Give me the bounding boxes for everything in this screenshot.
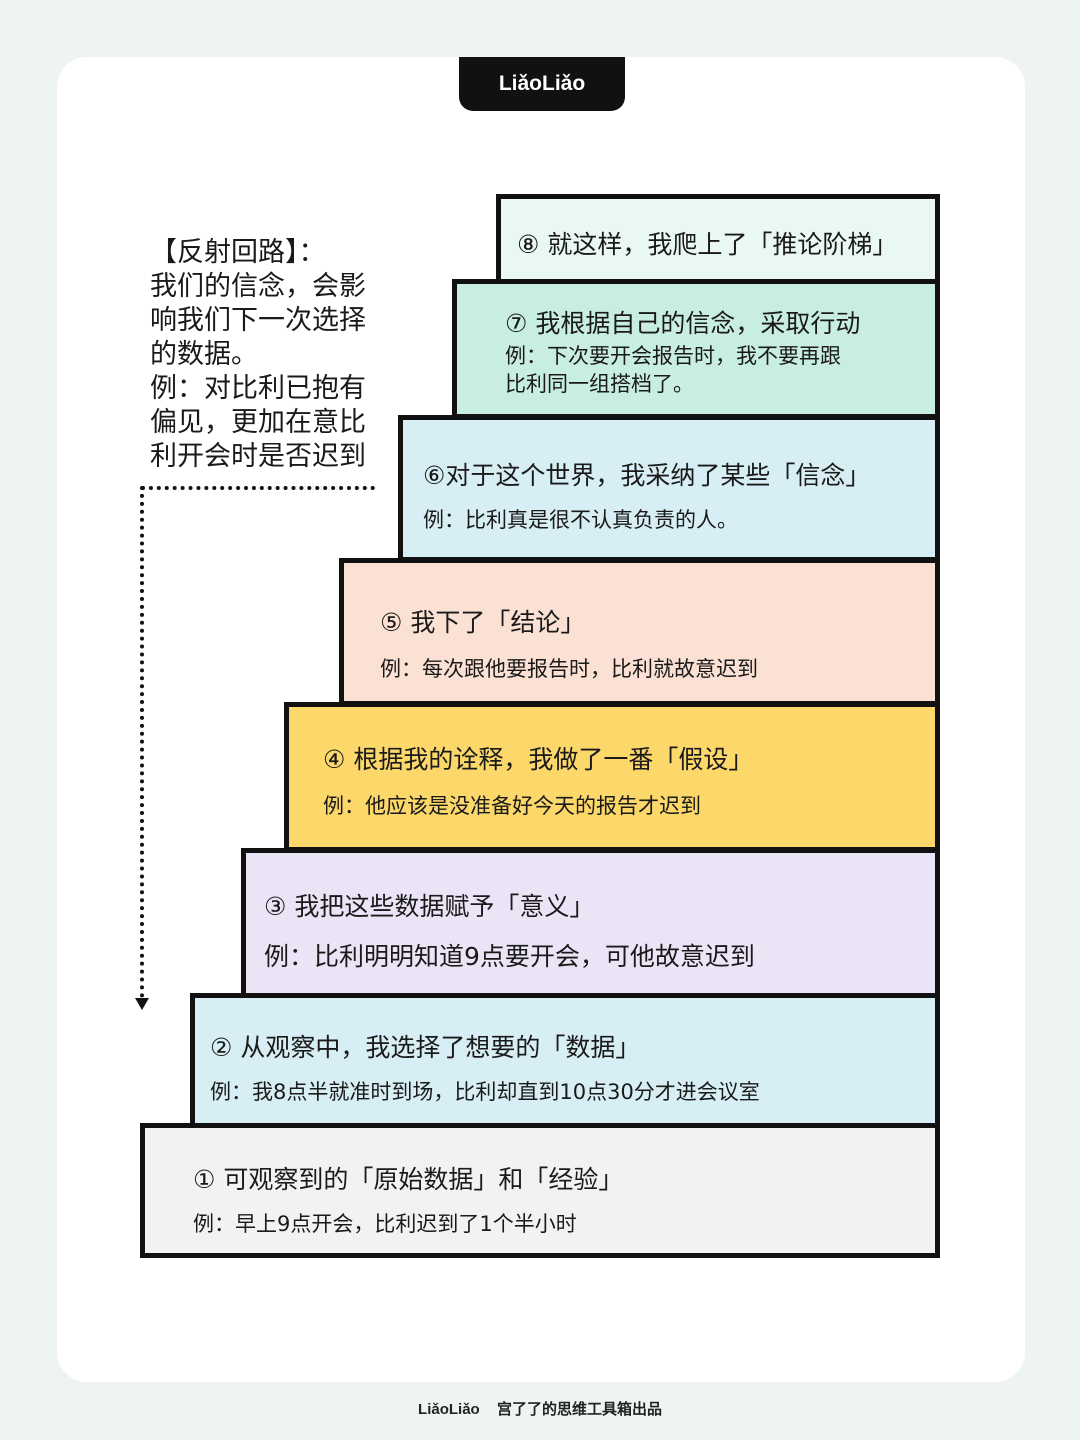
reflexive-loop-note: 【反射回路】： 我们的信念，会影 响我们下一次选择 的数据。 例：对比利已抱有 …: [150, 236, 366, 474]
step-example: 例：他应该是没准备好今天的报告才迟到: [323, 794, 701, 818]
arrow-down-icon: [135, 998, 149, 1010]
note-line: 【反射回路】：: [150, 237, 326, 268]
step-example: 例：比利明明知道9点要开会，可他故意迟到: [264, 942, 755, 971]
ladder-step-5: ⑤ 我下了「结论」 例：每次跟他要报告时，比利就故意迟到: [339, 558, 940, 706]
note-line: 偏见，更加在意比: [150, 407, 366, 438]
step-example: 例：比利真是很不认真负责的人。: [423, 508, 738, 532]
note-line: 我们的信念，会影: [150, 271, 366, 302]
step-example: 例：早上9点开会，比利迟到了1个半小时: [193, 1212, 577, 1236]
footer: LiǎoLiǎo 宫了了的思维工具箱出品: [0, 1398, 1080, 1419]
ladder-step-1: ① 可观察到的「原始数据」和「经验」 例：早上9点开会，比利迟到了1个半小时: [140, 1123, 940, 1258]
footer-credit: 宫了了的思维工具箱出品: [496, 1400, 662, 1418]
brand-logo: LiǎoLiǎo: [498, 72, 586, 95]
note-line: 的数据。: [150, 339, 258, 370]
ladder-step-7: ⑦ 我根据自己的信念，采取行动 例：下次要开会报告时，我不要再跟 比利同一组搭档…: [452, 279, 940, 419]
step-title: ⑧ 就这样，我爬上了「推论阶梯」: [517, 230, 898, 259]
step-title: ④ 根据我的诠释，我做了一番「假设」: [323, 745, 754, 774]
brand-badge: LiǎoLiǎo: [459, 57, 625, 111]
step-example: 例：我8点半就准时到场，比利却直到10点30分才进会议室: [210, 1080, 760, 1104]
note-line: 响我们下一次选择: [150, 305, 366, 336]
ladder-step-2: ② 从观察中，我选择了想要的「数据」 例：我8点半就准时到场，比利却直到10点3…: [190, 993, 940, 1128]
loop-connector-vertical: [140, 486, 144, 998]
step-example: 比利同一组搭档了。: [505, 372, 694, 396]
note-line: 利开会时是否迟到: [150, 441, 366, 472]
ladder-step-3: ③ 我把这些数据赋予「意义」 例：比利明明知道9点要开会，可他故意迟到: [241, 848, 940, 998]
loop-connector-horizontal: [141, 486, 375, 490]
ladder-step-6: ⑥对于这个世界，我采纳了某些「信念」 例：比利真是很不认真负责的人。: [398, 415, 940, 562]
ladder-step-8: ⑧ 就这样，我爬上了「推论阶梯」: [496, 194, 940, 284]
step-title: ⑤ 我下了「结论」: [380, 608, 586, 637]
step-title: ② 从观察中，我选择了想要的「数据」: [210, 1033, 641, 1062]
step-example: 例：每次跟他要报告时，比利就故意迟到: [380, 657, 758, 681]
step-title: ③ 我把这些数据赋予「意义」: [264, 892, 595, 921]
step-title: ⑦ 我根据自己的信念，采取行动: [505, 309, 861, 338]
ladder-step-4: ④ 根据我的诠释，我做了一番「假设」 例：他应该是没准备好今天的报告才迟到: [284, 702, 940, 852]
footer-logo: LiǎoLiǎo: [418, 1401, 480, 1418]
step-title: ① 可观察到的「原始数据」和「经验」: [193, 1165, 624, 1194]
step-example: 例：下次要开会报告时，我不要再跟: [505, 344, 841, 368]
step-title: ⑥对于这个世界，我采纳了某些「信念」: [423, 461, 871, 490]
note-line: 例：对比利已抱有: [150, 373, 366, 404]
